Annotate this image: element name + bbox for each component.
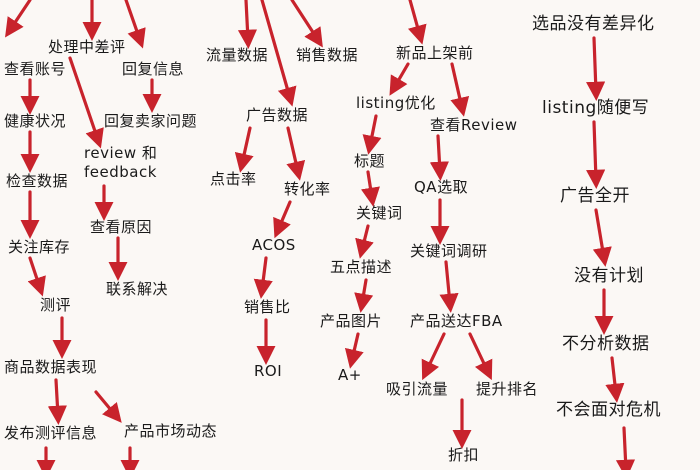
flow-arrow-21 (286, 126, 306, 181)
node-keywords: 关键词 (356, 204, 403, 222)
flow-arrow-17 (237, 0, 258, 49)
node-sales-data: 销售数据 (296, 46, 359, 64)
node-publish-evaluation: 发布测评信息 (4, 424, 98, 442)
node-contact-resolve: 联系解决 (106, 280, 169, 298)
flow-arrow-40 (586, 120, 606, 189)
node-traffic-data: 流量数据 (206, 46, 269, 64)
flow-arrow-25 (408, 0, 427, 45)
flow-arrow-19 (260, 0, 297, 107)
node-ship-to-fba: 产品送达FBA (410, 312, 503, 330)
flow-arrow-35 (344, 332, 364, 369)
node-bullet-points: 五点描述 (330, 258, 393, 276)
flow-arrow-30 (360, 170, 380, 207)
flow-arrow-43 (605, 356, 625, 403)
node-discount: 折扣 (448, 446, 480, 464)
flow-arrow-23 (253, 256, 273, 299)
node-ad-data: 广告数据 (246, 106, 309, 124)
node-careless-listing: listing随便写 (542, 98, 650, 118)
node-evaluation: 测评 (40, 296, 72, 314)
node-health-status: 健康状况 (4, 112, 67, 130)
node-keyword-research: 关键词调研 (410, 242, 488, 260)
node-sales-ratio: 销售比 (244, 298, 291, 316)
node-roi: ROI (254, 362, 283, 380)
node-no-plan: 没有计划 (574, 266, 644, 286)
node-attract-traffic: 吸引流量 (386, 380, 449, 398)
flow-arrow-33 (439, 260, 459, 313)
node-title: 标题 (354, 152, 386, 170)
node-check-account: 查看账号 (4, 60, 67, 78)
flow-arrow-34 (354, 278, 374, 313)
flow-arrow-44 (615, 426, 636, 470)
node-check-review: 查看Review (430, 116, 518, 134)
node-acos: ACOS (252, 236, 296, 254)
flow-arrow-36 (421, 332, 446, 381)
node-before-new-launch: 新品上架前 (396, 44, 474, 62)
flow-arrow-39 (586, 36, 606, 101)
node-no-data-analysis: 不分析数据 (562, 334, 650, 354)
flow-arrow-41 (592, 208, 612, 267)
flow-arrow-6 (68, 56, 104, 149)
flow-arrow-18 (290, 0, 323, 48)
node-product-data-performance: 商品数据表现 (4, 358, 98, 376)
flow-arrow-28 (362, 114, 382, 155)
flow-arrow-14 (94, 390, 122, 423)
flow-arrow-27 (450, 62, 470, 117)
node-handle-negative-reviews: 处理中差评 (48, 38, 126, 56)
flow-arrow-26 (389, 62, 410, 96)
node-find-reason: 查看原因 (90, 218, 153, 236)
flow-arrow-3 (124, 0, 146, 49)
flow-arrow-32 (355, 224, 374, 259)
node-watch-inventory: 关注库存 (8, 238, 71, 256)
node-conversion-rate: 转化率 (284, 180, 331, 198)
node-qa-selection: QA选取 (414, 178, 469, 196)
node-product-images: 产品图片 (320, 312, 383, 330)
node-improve-ranking: 提升排名 (476, 380, 539, 398)
flow-arrow-22 (273, 200, 292, 239)
flow-arrow-37 (468, 332, 493, 381)
node-reply-messages: 回复信息 (122, 60, 185, 78)
flow-arrow-29 (429, 134, 450, 181)
node-cannot-face-crisis: 不会面对危机 (556, 400, 661, 420)
node-check-data: 检查数据 (6, 172, 69, 190)
flow-arrow-13 (47, 378, 68, 425)
node-reply-seller-questions: 回复卖家问题 (104, 112, 198, 130)
node-no-differentiation: 选品没有差异化 (532, 14, 655, 34)
node-listing-optimization: listing优化 (356, 94, 436, 112)
flow-arrow-1 (5, 0, 32, 38)
node-market-trends: 产品市场动态 (124, 422, 218, 440)
node-all-ads-on: 广告全开 (560, 186, 630, 206)
flow-arrow-11 (27, 256, 46, 297)
node-a-plus: A+ (338, 366, 362, 384)
flow-arrow-20 (234, 126, 254, 173)
node-ctr: 点击率 (210, 170, 257, 188)
node-review-feedback: review 和 feedback (84, 144, 158, 181)
